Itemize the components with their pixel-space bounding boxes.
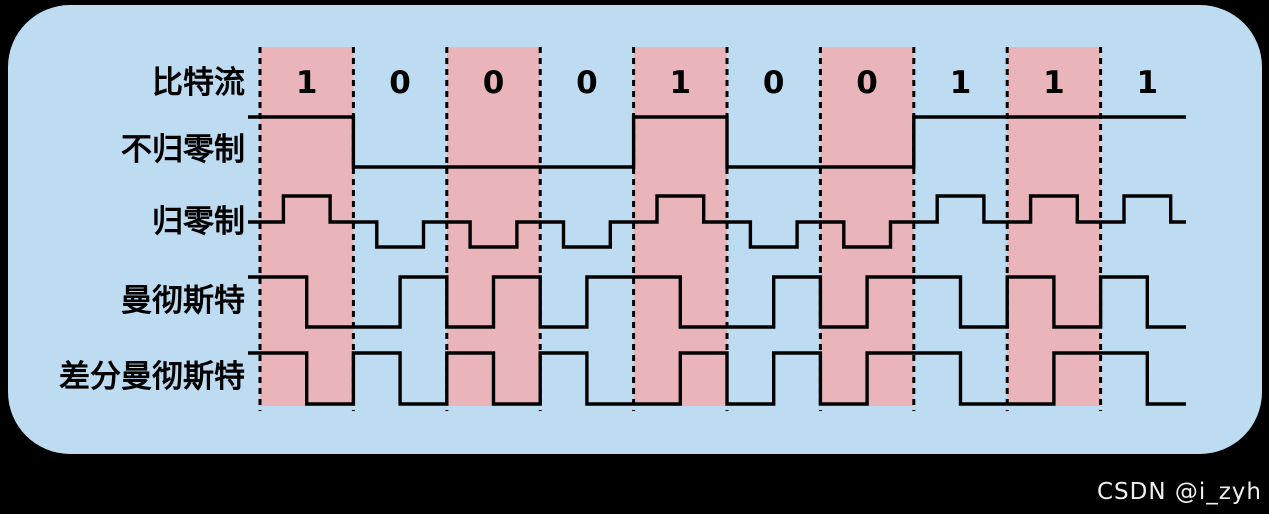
- bit-value: 1: [1136, 65, 1159, 101]
- row-label-rz: 归零制: [152, 204, 245, 240]
- bit-value: 0: [482, 65, 505, 101]
- watermark-text: CSDN @i_zyh: [1096, 479, 1262, 505]
- highlight-band: [1007, 47, 1101, 406]
- bit-value: 0: [576, 65, 598, 101]
- row-label-bitstream: 比特流: [152, 65, 245, 101]
- bit-value: 0: [389, 65, 411, 101]
- bit-value: 1: [949, 65, 972, 101]
- bit-value: 1: [1043, 65, 1065, 101]
- highlight-band: [260, 47, 354, 406]
- bit-value: 0: [762, 65, 785, 101]
- highlight-band: [633, 47, 727, 406]
- row-label-diff-manchester: 差分曼彻斯特: [59, 359, 245, 395]
- waveform-diff-manchester: [248, 351, 1186, 406]
- row-label-nrz: 不归零制: [121, 132, 245, 168]
- bit-value: 0: [856, 65, 878, 101]
- row-label-manchester: 曼彻斯特: [121, 283, 245, 319]
- highlight-band: [820, 47, 914, 406]
- bit-value: 1: [295, 65, 318, 101]
- highlight-band: [446, 47, 541, 406]
- waveform-manchester: [248, 275, 1186, 329]
- waveform-nrz: [248, 115, 1186, 169]
- waveform-rz: [248, 194, 1186, 249]
- bit-value: 1: [669, 65, 692, 101]
